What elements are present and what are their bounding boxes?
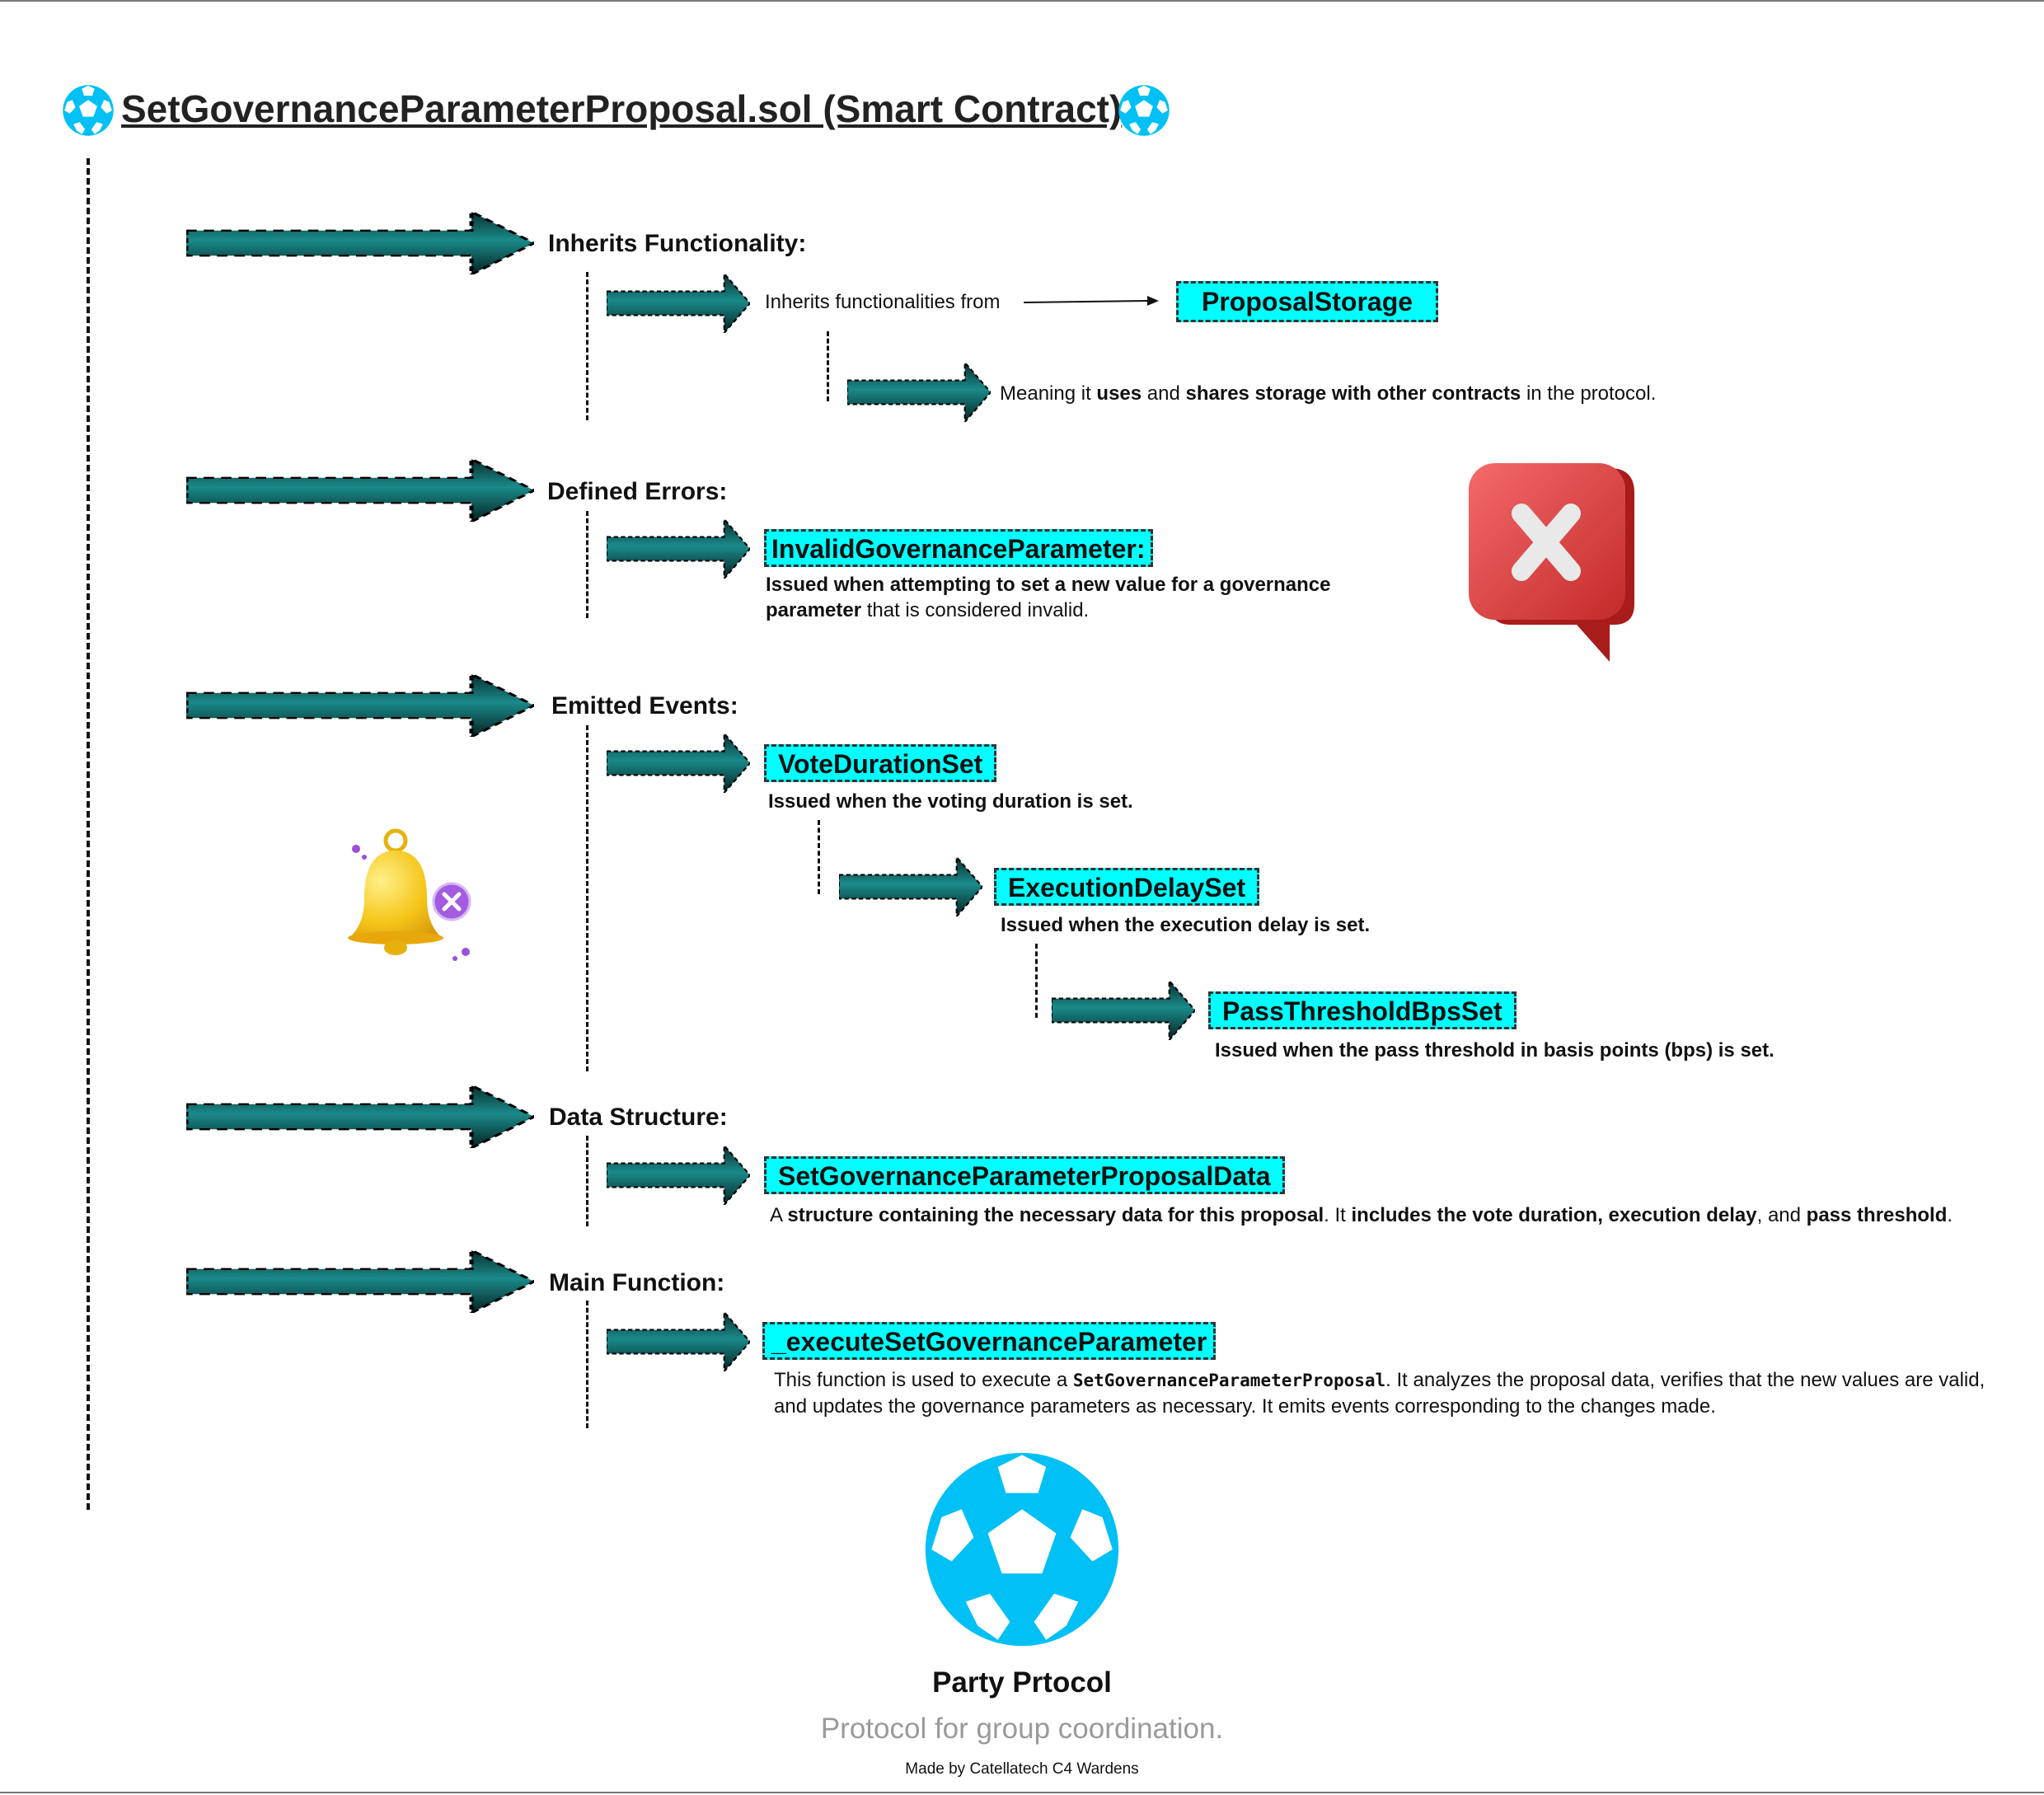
heading-inherits: Inherits Functionality: xyxy=(548,230,807,257)
thin-arrow xyxy=(1023,296,1159,306)
event-description: Issued when the execution delay is set. xyxy=(1001,914,1371,936)
credit-text: Made by Catellatech C4 Wardens xyxy=(905,1760,1139,1778)
item-arrow xyxy=(839,857,982,916)
event-description: Issued when the voting duration is set. xyxy=(768,790,1133,813)
branch-line xyxy=(818,820,820,894)
branch-line xyxy=(586,725,588,1071)
tag-pass-threshold-bps-set: PassThresholdBpsSet xyxy=(1208,991,1517,1029)
section-arrow xyxy=(186,459,534,522)
item-arrow xyxy=(607,733,750,793)
branch-line xyxy=(586,1136,588,1226)
party-protocol-logo-icon xyxy=(921,1449,1123,1650)
errors-description: Issued when attempting to set a new valu… xyxy=(766,574,1331,621)
tag-execute-function: _executeSetGovernanceParameter xyxy=(762,1322,1217,1360)
main-function-description: This function is used to execute a SetGo… xyxy=(774,1369,1985,1418)
heading-events: Emitted Events: xyxy=(551,692,738,719)
branch-line xyxy=(827,331,829,401)
heading-data-structure: Data Structure: xyxy=(549,1104,728,1131)
heading-main-function: Main Function: xyxy=(549,1269,725,1296)
inherits-note: Meaning it uses and shares storage with … xyxy=(1000,382,1657,405)
item-arrow xyxy=(607,1312,750,1371)
item-arrow xyxy=(607,519,750,579)
branch-line xyxy=(586,1301,588,1428)
inherits-text: Inherits functionalities from xyxy=(765,291,1001,313)
section-arrow xyxy=(186,212,534,274)
brand-name: Party Prtocol xyxy=(932,1666,1112,1699)
top-rule xyxy=(0,0,2044,2)
tag-execution-delay-set: ExecutionDelaySet xyxy=(994,868,1260,906)
tag-invalid-governance-parameter: InvalidGovernanceParameter: xyxy=(764,529,1153,567)
branch-line xyxy=(586,511,588,618)
page-title: SetGovernanceParameterProposal.sol (Smar… xyxy=(121,87,1123,130)
branch-line xyxy=(586,272,588,420)
item-arrow xyxy=(607,1146,750,1205)
section-arrow xyxy=(186,1250,534,1313)
tag-proposal-storage: ProposalStorage xyxy=(1176,281,1439,322)
bell-icon xyxy=(348,828,471,961)
data-structure-description: A structure containing the necessary dat… xyxy=(770,1204,1953,1226)
item-arrow xyxy=(607,274,750,333)
item-arrow xyxy=(847,363,991,422)
error-x-bubble-icon xyxy=(1469,463,1634,662)
event-description: Issued when the pass threshold in basis … xyxy=(1215,1039,1774,1062)
section-arrow xyxy=(186,674,534,737)
main-spine-line xyxy=(87,158,90,1510)
tag-proposal-data-struct: SetGovernanceParameterProposalData xyxy=(764,1156,1285,1194)
branch-line xyxy=(1035,944,1038,1018)
heading-errors: Defined Errors: xyxy=(547,478,728,505)
item-arrow xyxy=(1052,981,1195,1040)
section-arrow xyxy=(186,1085,534,1148)
bottom-rule xyxy=(0,1792,2044,1793)
brand-tagline: Protocol for group coordination. xyxy=(820,1713,1224,1745)
soccer-ball-icon xyxy=(1118,84,1170,137)
soccer-ball-icon xyxy=(62,84,115,137)
tag-vote-duration-set: VoteDurationSet xyxy=(764,744,997,782)
